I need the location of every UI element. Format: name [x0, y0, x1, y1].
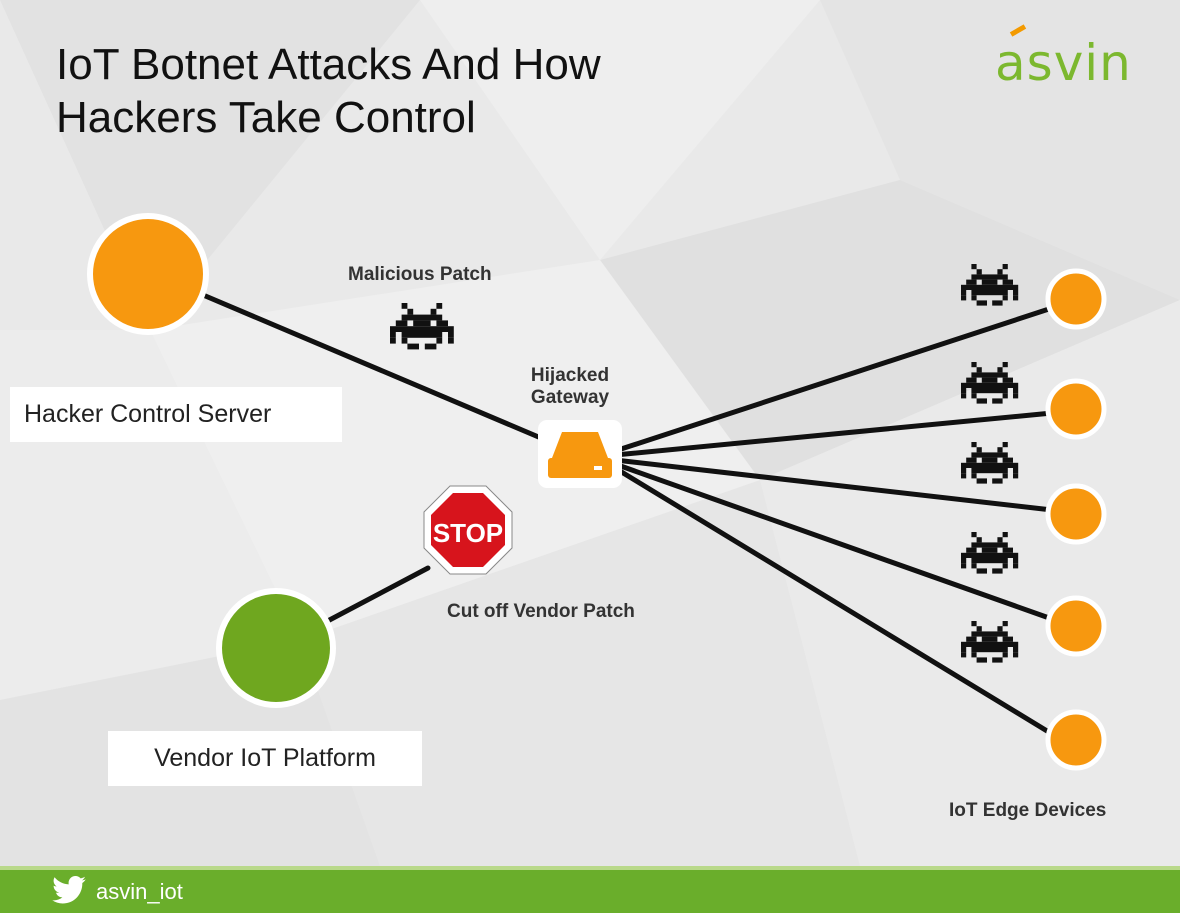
cut-off-vendor-patch-label: Cut off Vendor Patch [447, 601, 635, 622]
link-gateway-device-1 [612, 305, 1055, 454]
edge-device-node [1045, 709, 1107, 771]
link-server-gateway [193, 289, 551, 444]
page-title: IoT Botnet Attacks And How Hackers Take … [56, 40, 601, 142]
device-invader-icon [961, 532, 1019, 574]
connection-lines [193, 289, 1055, 737]
asvin-logo: asvin [995, 34, 1132, 92]
hacker-server-label: Hacker Control Server [24, 400, 272, 428]
link-gateway-device-5 [612, 465, 1055, 737]
edge-device-node [1045, 268, 1107, 330]
device-invader-icon [961, 621, 1019, 663]
edge-device-node [1045, 378, 1107, 440]
malicious-patch-invader-icon [390, 303, 454, 350]
vendor-platform-label-box: Vendor IoT Platform [108, 731, 422, 786]
device-invader-icon [961, 264, 1019, 306]
malicious-patch-label: Malicious Patch [348, 264, 492, 285]
hacker-server-node [87, 213, 209, 335]
edge-device-nodes [1045, 268, 1107, 771]
vendor-platform-label: Vendor IoT Platform [154, 744, 376, 772]
gateway-label: Hijacked Gateway [530, 365, 610, 408]
footer-bar [0, 870, 1180, 913]
edge-device-node [1045, 483, 1107, 545]
device-invader-icon [961, 362, 1019, 404]
link-gateway-device-2 [612, 410, 1055, 458]
link-gateway-device-4 [612, 461, 1055, 622]
edge-device-node [1045, 595, 1107, 657]
twitter-handle[interactable]: asvin_iot [96, 879, 183, 904]
link-gateway-device-3 [612, 457, 1055, 513]
edge-devices-label: IoT Edge Devices [949, 800, 1107, 821]
twitter-bird-icon[interactable] [52, 876, 86, 904]
link-vendor-stop [317, 565, 431, 628]
stop-sign-text: STOP [433, 518, 503, 548]
hacker-server-label-box: Hacker Control Server [10, 387, 342, 442]
gateway-icon [538, 420, 622, 488]
footer-divider [0, 866, 1180, 870]
stop-sign-icon: STOP [423, 485, 513, 575]
vendor-platform-node [216, 588, 336, 708]
device-invader-icon [961, 442, 1019, 484]
